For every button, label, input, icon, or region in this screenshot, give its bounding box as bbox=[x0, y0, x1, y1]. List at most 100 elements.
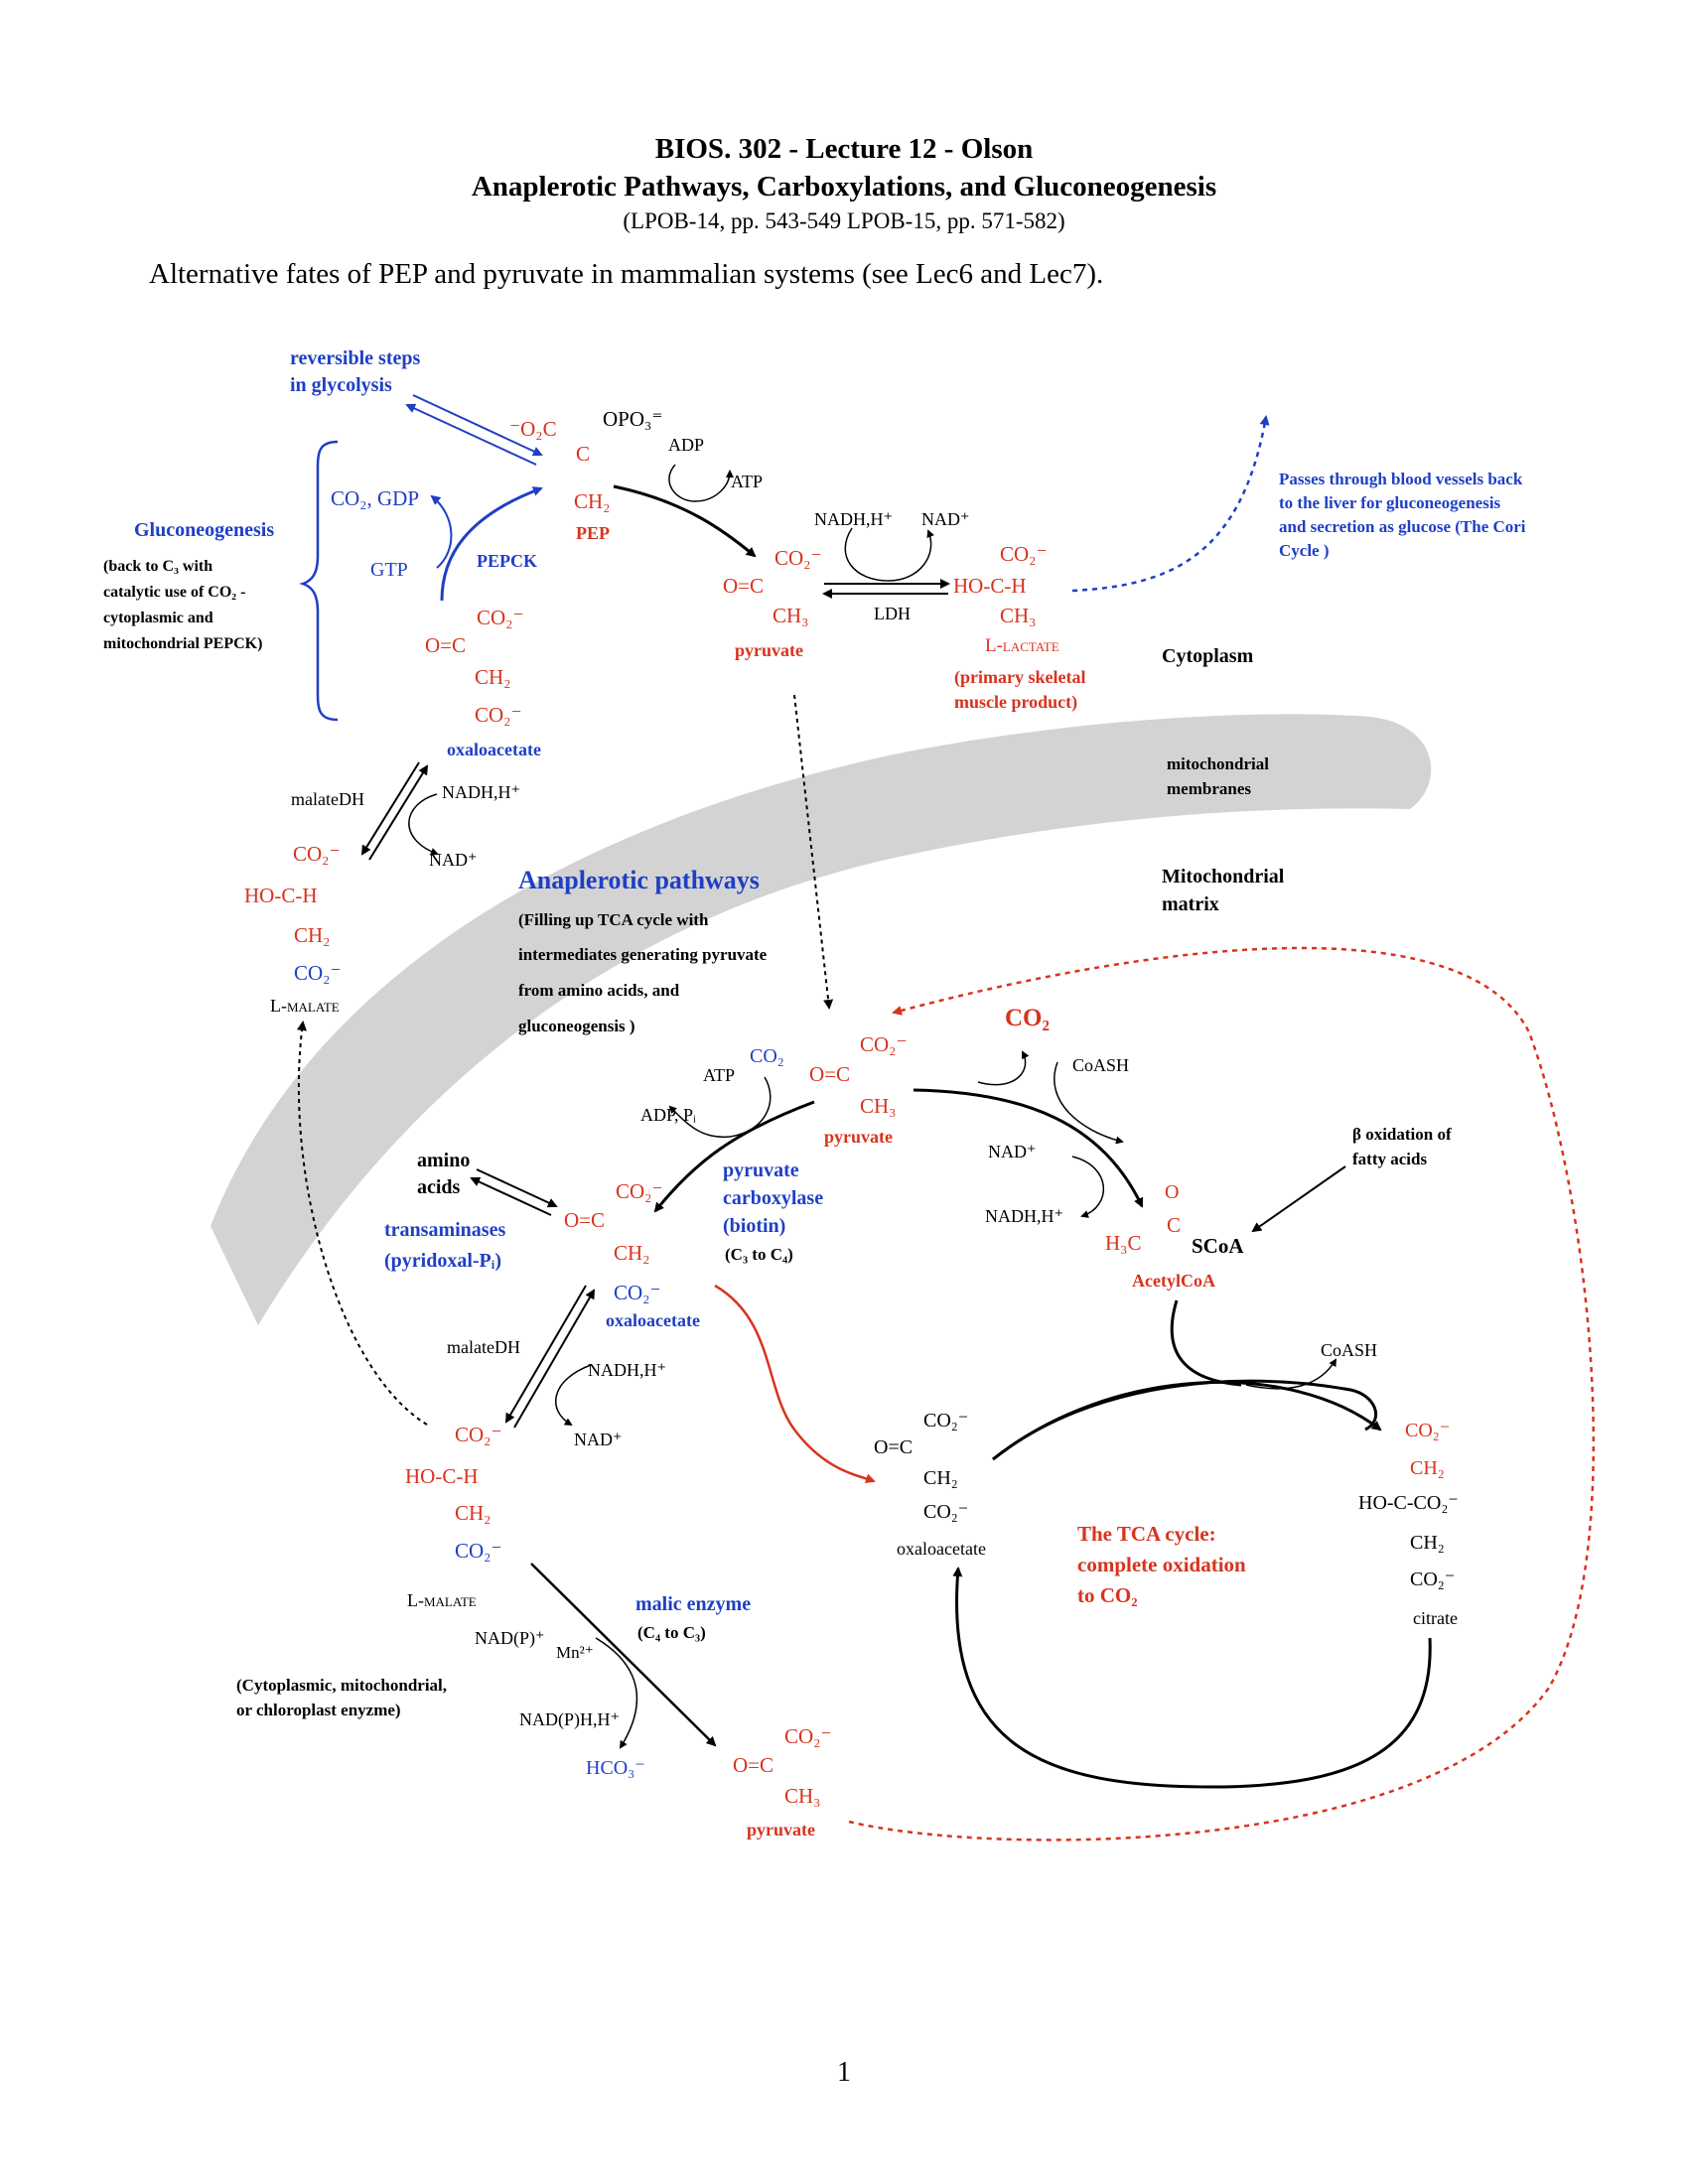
pdh-nadh: NADH,H⁺ bbox=[985, 1206, 1063, 1226]
malic-enzyme-location-2: or chloroplast enyzme) bbox=[236, 1701, 401, 1719]
matrix-label-2: matrix bbox=[1162, 893, 1219, 915]
malate-cyto-ch2: CH₂ bbox=[294, 923, 331, 947]
pep-opo3: OPO₃⁼ bbox=[603, 407, 663, 431]
acetylcoa-feed-arc bbox=[1170, 1299, 1242, 1387]
transaminase-arrow bbox=[476, 1168, 558, 1208]
transaminases-cofactor: (pyridoxal-Pᵢ) bbox=[384, 1250, 501, 1272]
page-number: 1 bbox=[837, 2057, 851, 2088]
pyruvate-bottom-name: pyruvate bbox=[747, 1820, 815, 1840]
malatedh-mito-cofactor-arc bbox=[555, 1364, 592, 1427]
malate-cyto-co2b: CO₂⁻ bbox=[294, 961, 342, 985]
gluconeogenesis-note-2: catalytic use of CO₂ - bbox=[103, 584, 246, 601]
pdh-co2-out: CO₂ bbox=[1005, 1005, 1050, 1031]
malic-enzyme-nadph: NAD(P)H,H⁺ bbox=[519, 1709, 620, 1729]
ldh-cofactor-arc bbox=[844, 527, 934, 582]
lactate-note-2: muscle product) bbox=[954, 692, 1078, 712]
citrate-hoc: HO-C-CO₂⁻ bbox=[1358, 1492, 1459, 1514]
pep-name: PEP bbox=[576, 523, 610, 543]
anaplerotic-note-4: gluconeogensis ) bbox=[518, 1017, 635, 1035]
anaplerotic-note-1: (Filling up TCA cycle with bbox=[518, 910, 709, 929]
beta-oxidation-label-1: β oxidation of bbox=[1352, 1125, 1452, 1144]
nad-arc bbox=[1071, 1156, 1105, 1218]
malate-mito-ch2: CH₂ bbox=[455, 1501, 492, 1525]
pep-to-pyruvate-arrow bbox=[613, 484, 757, 558]
anaplerotic-title: Anaplerotic pathways bbox=[518, 866, 760, 894]
cytoplasm-label: Cytoplasm bbox=[1162, 645, 1254, 667]
malate-mito-name: L-malate bbox=[407, 1590, 477, 1610]
lactate-note-1: (primary skeletal bbox=[954, 667, 1086, 687]
pep-atp: ATP bbox=[731, 472, 764, 491]
lactate-co2: CO₂⁻ bbox=[1000, 542, 1048, 566]
lactate-name: L-lactate bbox=[985, 635, 1059, 656]
cori-note-4: Cycle ) bbox=[1279, 541, 1330, 560]
anaplerotic-note-2: intermediates generating pyruvate bbox=[518, 945, 768, 964]
acetylcoa-name: AcetylCoA bbox=[1132, 1271, 1215, 1291]
co2-release-arc bbox=[977, 1050, 1030, 1086]
oaa-cyto-co2: CO₂⁻ bbox=[477, 606, 524, 629]
malate-cyto-name: L-malate bbox=[270, 996, 340, 1016]
reversible-steps-label: reversible steps bbox=[290, 347, 421, 369]
pepck-arrow bbox=[440, 486, 543, 602]
citrate-ch2: CH₂ bbox=[1410, 1457, 1445, 1479]
oaa-mito-oc: O=C bbox=[564, 1208, 606, 1232]
citrate-co2: CO₂⁻ bbox=[1405, 1420, 1451, 1441]
citrate-co2b: CO₂⁻ bbox=[1410, 1569, 1456, 1590]
malate-mito-hoch: HO-C-H bbox=[405, 1464, 479, 1488]
gtp-arc bbox=[430, 494, 453, 569]
tca-coash: CoASH bbox=[1321, 1340, 1378, 1360]
oaa-mito-co2: CO₂⁻ bbox=[616, 1179, 663, 1203]
mitochondrial-membrane-band bbox=[211, 714, 1432, 1325]
gluconeogenesis-note-3: cytoplasmic and bbox=[103, 610, 213, 626]
pyruvate-import-arrow bbox=[793, 694, 834, 1010]
pc-co2: CO₂ bbox=[750, 1045, 784, 1067]
pyruvate-bottom-co2: CO₂⁻ bbox=[784, 1724, 832, 1748]
ldh-nadh: NADH,H⁺ bbox=[814, 509, 893, 529]
pyruvate-top-name: pyruvate bbox=[735, 640, 803, 660]
beta-oxidation-arrow bbox=[1251, 1165, 1346, 1233]
malic-enzyme-mn: Mn²⁺ bbox=[556, 1643, 594, 1662]
cori-cycle-arrow bbox=[1071, 415, 1270, 593]
tca-return-arrow bbox=[952, 1567, 1432, 1789]
gtp-label: GTP bbox=[370, 559, 408, 581]
pyruvate-top-ch3: CH₃ bbox=[773, 604, 809, 627]
pepck-label: PEPCK bbox=[477, 551, 537, 571]
malatedh-mito-arrow bbox=[504, 1285, 587, 1424]
pyruvate-top-co2: CO₂⁻ bbox=[774, 546, 822, 570]
tca-oaa-co2b: CO₂⁻ bbox=[923, 1501, 969, 1523]
pdh-coash: CoASH bbox=[1072, 1055, 1130, 1075]
pyruvate-bottom-ch3: CH₃ bbox=[784, 1784, 821, 1808]
gluconeogenesis-note-1: (back to C₃ with bbox=[103, 558, 213, 575]
cori-note-2: to the liver for gluconeogenesis bbox=[1279, 493, 1501, 512]
page-subtitle: Anaplerotic Pathways, Carboxylations, an… bbox=[471, 171, 1217, 203]
reference-line: (LPOB-14, pp. 543-549 LPOB-15, pp. 571-5… bbox=[623, 208, 1065, 233]
pep-carbon: C bbox=[576, 442, 591, 466]
pyruvate-mito-co2: CO₂⁻ bbox=[860, 1032, 908, 1056]
malatedh-mito-label: malateDH bbox=[447, 1337, 520, 1357]
malatedh-mito-nad: NAD⁺ bbox=[574, 1430, 623, 1449]
reversible-arrow bbox=[412, 394, 543, 457]
lactate-ch3: CH₃ bbox=[1000, 604, 1037, 627]
pc-note: (C₃ to C₄) bbox=[725, 1245, 793, 1264]
malic-enzyme-note: (C₄ to C₃) bbox=[637, 1623, 706, 1642]
citrate-ch2b: CH₂ bbox=[1410, 1532, 1445, 1554]
adp-atp-arc bbox=[668, 464, 734, 502]
malatedh-cyto-nad: NAD⁺ bbox=[429, 850, 478, 870]
intro-text: Alternative fates of PEP and pyruvate in… bbox=[149, 258, 1104, 290]
oaa-cyto-name: oxaloacetate bbox=[447, 740, 541, 759]
malate-mito-co2b: CO₂⁻ bbox=[455, 1539, 502, 1563]
anaplerotic-note-3: from amino acids, and bbox=[518, 981, 680, 1000]
pdh-arrow bbox=[913, 1088, 1144, 1208]
cori-note-3: and secretion as glucose (The Cori bbox=[1279, 517, 1526, 536]
pep-adp: ADP bbox=[668, 435, 705, 455]
membranes-label-1: mitochondrial bbox=[1167, 754, 1269, 773]
lactate-hoch: HO-C-H bbox=[953, 574, 1027, 598]
acetylcoa-h3c: H₃C bbox=[1105, 1231, 1142, 1255]
coash-release-arc bbox=[1245, 1358, 1337, 1390]
tca-oaa-name: oxaloacetate bbox=[897, 1539, 986, 1559]
ldh-nad: NAD⁺ bbox=[921, 509, 970, 529]
malatedh-mito-nadh: NADH,H⁺ bbox=[588, 1360, 666, 1380]
matrix-label-1: Mitochondrial bbox=[1162, 866, 1285, 887]
pc-label-3: (biotin) bbox=[723, 1215, 786, 1237]
ldh-label: LDH bbox=[874, 604, 911, 623]
